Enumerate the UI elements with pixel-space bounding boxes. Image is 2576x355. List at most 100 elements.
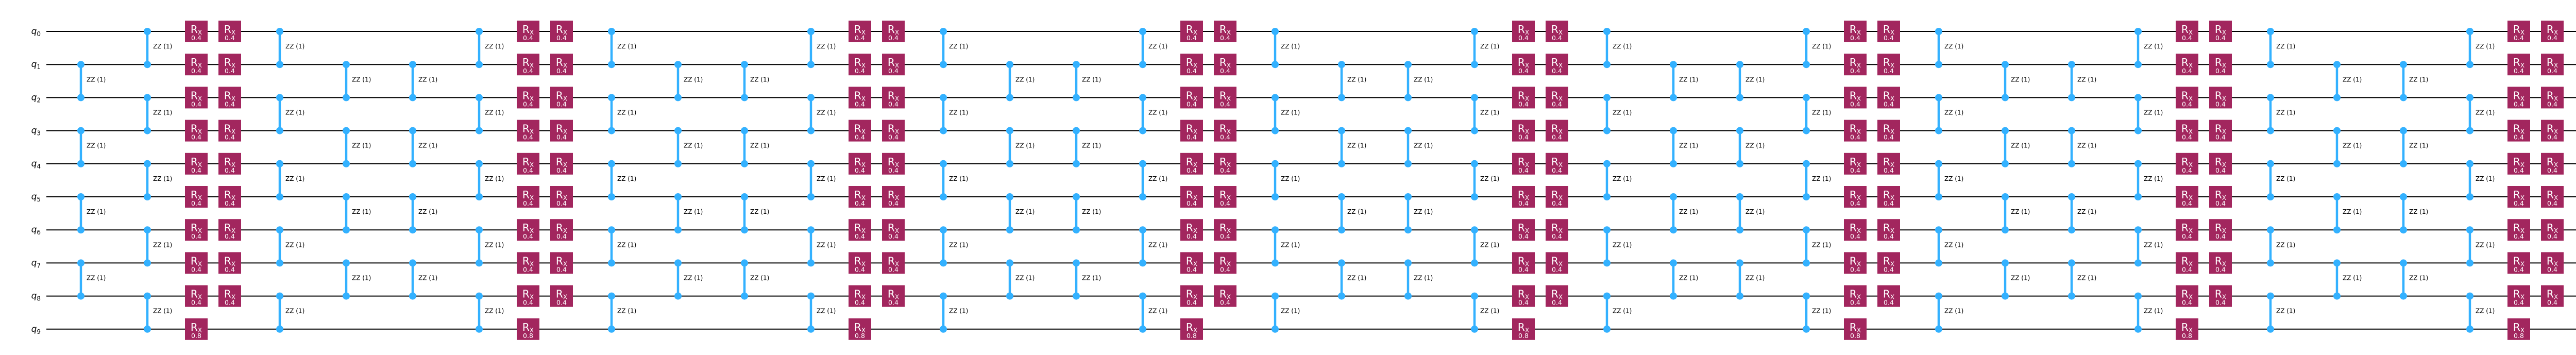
rzz-dot <box>1272 292 1279 300</box>
rzz-label: ZZ (1) <box>1480 241 1499 248</box>
rzz-dot <box>1139 193 1146 200</box>
rzz-dot <box>1803 94 1810 102</box>
rx-value: 0.4 <box>2215 232 2226 240</box>
rx-box <box>550 219 573 241</box>
rx-gate: RX0.4 <box>517 153 539 175</box>
rzz-gate: ZZ (1) <box>1803 226 1831 267</box>
rzz-dot <box>1603 259 1611 267</box>
rzz-dot <box>1006 292 1013 300</box>
rx-value: 0.4 <box>1518 199 1529 207</box>
rx-label: RX <box>2181 189 2193 201</box>
rzz-gate: ZZ (1) <box>2466 94 2495 134</box>
rx-box <box>185 21 208 42</box>
rzz-label: ZZ (1) <box>1414 275 1433 282</box>
rx-label: RX <box>522 156 534 168</box>
rx-gate: RX0.4 <box>1877 21 1900 42</box>
rzz-dot <box>77 292 84 300</box>
rzz-label: ZZ (1) <box>485 175 504 182</box>
rx-value: 0.4 <box>1220 133 1230 141</box>
rx-gate: RX0.8 <box>517 318 539 340</box>
qubit-label-q6: q6 <box>31 225 41 236</box>
rx-box <box>849 219 871 241</box>
rzz-label: ZZ (1) <box>1679 76 1698 83</box>
rzz-label: ZZ (1) <box>2144 109 2163 116</box>
rx-gate: RX0.4 <box>1214 153 1236 175</box>
rzz-dot <box>1139 292 1146 300</box>
rzz-label: ZZ (1) <box>1414 76 1433 83</box>
rx-value: 0.4 <box>2182 100 2192 108</box>
rzz-label: ZZ (1) <box>1414 208 1433 215</box>
rzz-dot <box>1272 127 1279 134</box>
rzz-dot <box>1803 226 1810 234</box>
rx-gate: RX0.4 <box>1877 153 1900 175</box>
rx-gate: RX0.4 <box>1180 21 1203 42</box>
rx-label: RX <box>224 255 235 267</box>
rx-label: RX <box>556 189 567 201</box>
rx-gate: RX0.4 <box>218 87 241 109</box>
rx-label: RX <box>888 23 899 36</box>
rzz-label: ZZ (1) <box>285 308 304 315</box>
rx-label: RX <box>1883 56 1894 69</box>
rzz-dot <box>1338 61 1345 69</box>
rx-value: 0.4 <box>191 133 201 141</box>
rx-box <box>185 252 208 274</box>
rzz-dot <box>1670 94 1677 102</box>
rzz-label: ZZ (1) <box>1015 76 1035 83</box>
rx-label: RX <box>1551 123 1563 136</box>
rx-gate: RX0.4 <box>1180 252 1203 274</box>
rx-value: 0.4 <box>1850 299 1860 307</box>
rx-value: 0.4 <box>1552 133 1562 141</box>
rx-box <box>1512 186 1535 208</box>
rzz-dot <box>674 259 682 267</box>
rx-box <box>849 285 871 307</box>
rx-value: 0.4 <box>1220 34 1230 42</box>
rx-box <box>1877 87 1900 109</box>
rx-value: 0.4 <box>1552 166 1562 174</box>
rx-gate: RX0.4 <box>2209 252 2232 274</box>
rx-gate: RX0.4 <box>517 285 539 307</box>
rx-label: RX <box>1850 222 1861 234</box>
rzz-gate: ZZ (1) <box>807 94 836 134</box>
rzz-dot <box>2466 325 2473 333</box>
rzz-dot <box>2134 259 2142 267</box>
rzz-dot <box>674 127 682 134</box>
rx-value: 0.4 <box>225 166 235 174</box>
rx-label: RX <box>888 222 899 234</box>
rx-value: 0.4 <box>556 299 567 307</box>
rx-box <box>849 21 871 42</box>
rx-value: 0.4 <box>2514 34 2524 42</box>
rzz-dot <box>276 325 283 333</box>
rx-gate: RX0.4 <box>1844 186 1867 208</box>
rzz-label: ZZ (1) <box>1944 109 1963 116</box>
rx-box <box>218 54 241 76</box>
rx-gate: RX0.4 <box>2541 120 2564 142</box>
rzz-dot <box>1139 61 1146 69</box>
rx-gate: RX0.4 <box>517 21 539 42</box>
rx-gate: RX0.4 <box>1512 21 1535 42</box>
rzz-gate: ZZ (1) <box>940 160 968 200</box>
rx-box <box>1844 153 1867 175</box>
rzz-gate: ZZ (1) <box>2400 259 2428 300</box>
rzz-gate: ZZ (1) <box>1006 61 1035 102</box>
rzz-dot <box>2002 292 2009 300</box>
rzz-dot <box>1139 226 1146 234</box>
rx-box <box>1214 120 1236 142</box>
rzz-gate: ZZ (1) <box>2267 160 2295 200</box>
rzz-dot <box>1935 94 1942 102</box>
rx-box <box>2209 153 2232 175</box>
rzz-dot <box>1073 160 1080 167</box>
rx-gate: RX0.4 <box>1214 120 1236 142</box>
rx-box <box>1214 252 1236 274</box>
rx-box <box>517 153 539 175</box>
rx-box <box>1512 87 1535 109</box>
rzz-dot <box>674 226 682 234</box>
rzz-label: ZZ (1) <box>2276 43 2295 50</box>
rzz-gate: ZZ (1) <box>741 127 769 167</box>
rx-gate: RX0.4 <box>882 87 905 109</box>
rx-box <box>550 21 573 42</box>
rzz-gate: ZZ (1) <box>2002 259 2030 300</box>
rx-box <box>1877 285 1900 307</box>
rx-box <box>2507 21 2530 42</box>
rx-value: 0.4 <box>523 232 533 240</box>
rx-value: 0.4 <box>523 67 533 75</box>
